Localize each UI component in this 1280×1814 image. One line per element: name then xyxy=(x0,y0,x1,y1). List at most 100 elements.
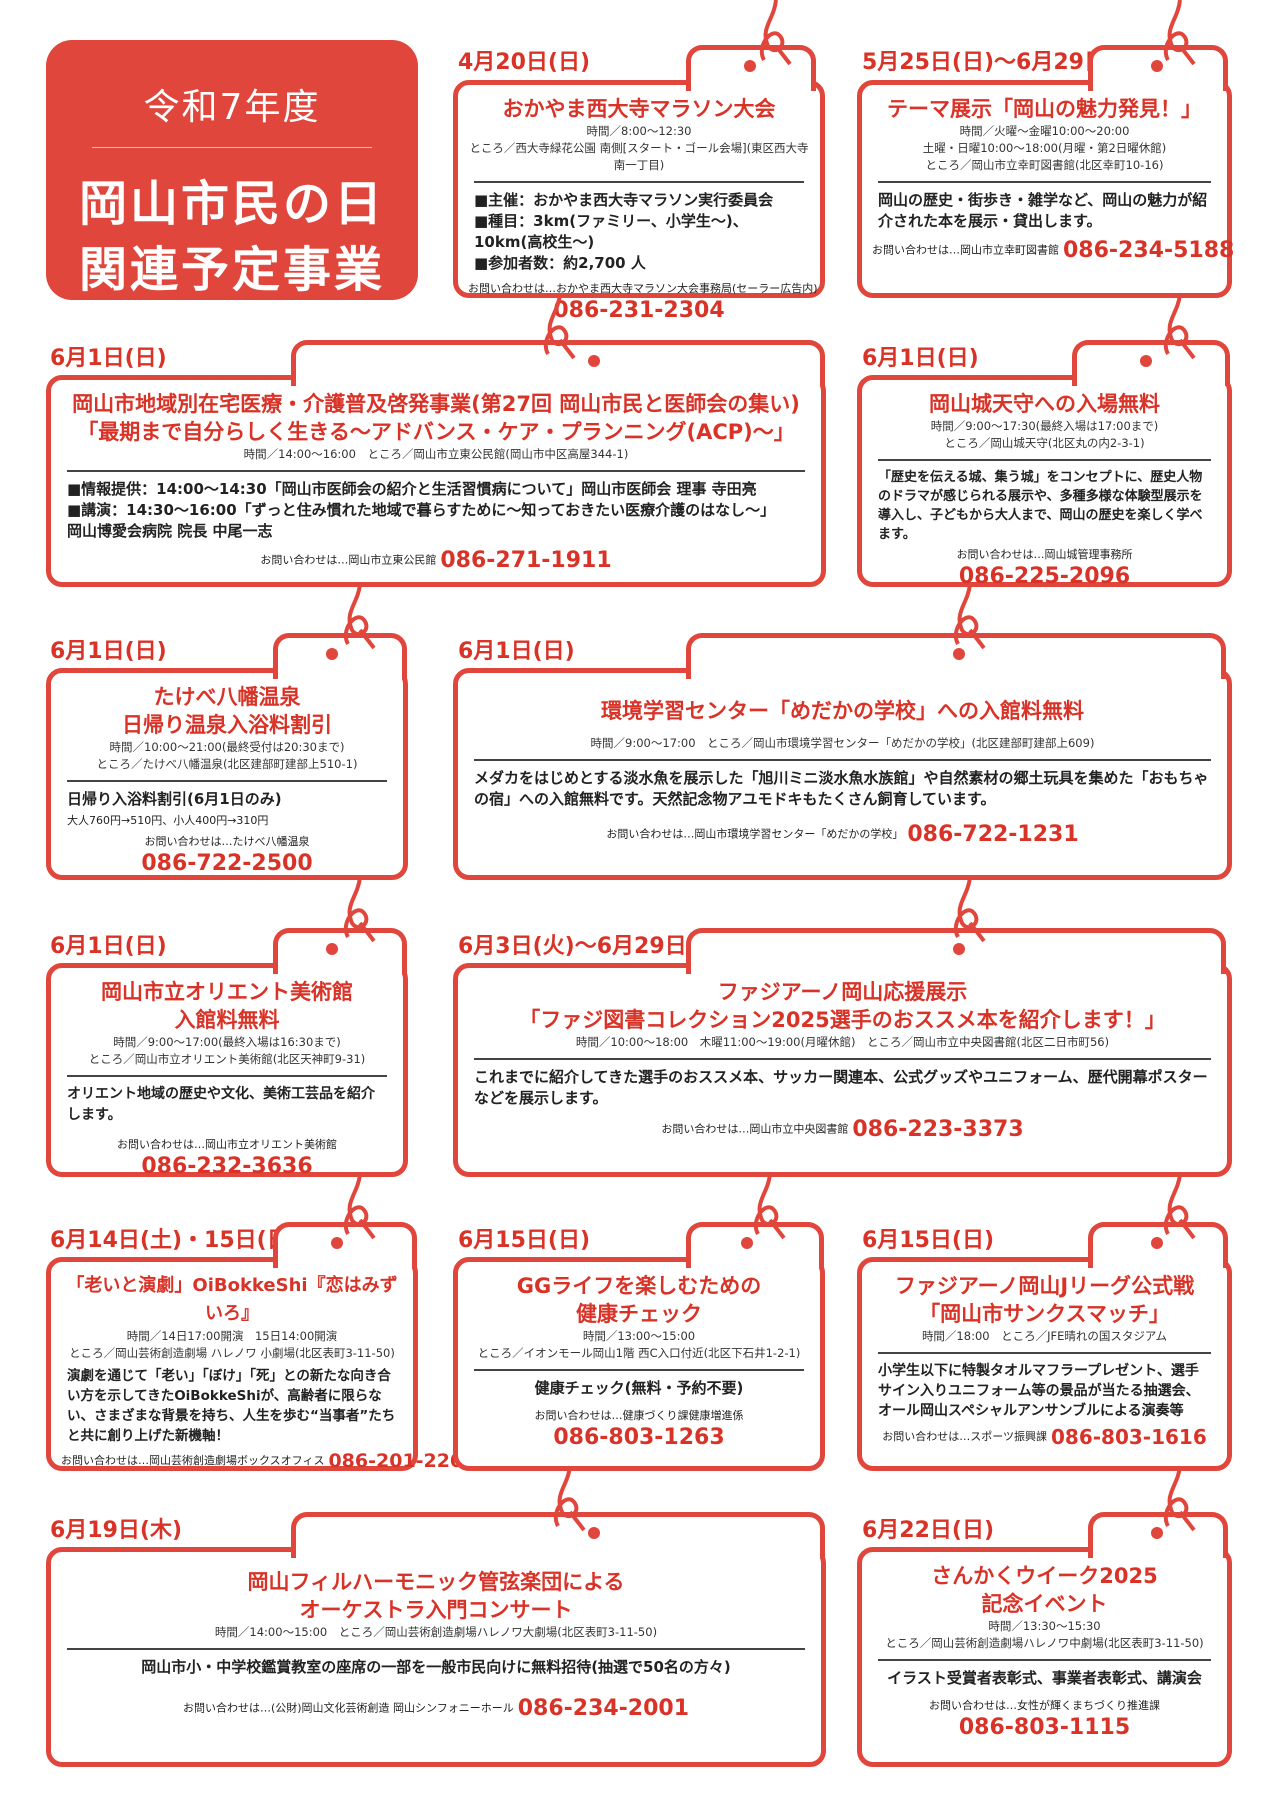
detail-line: ■情報提供：14:00～14:30「岡山市医師会の紹介と生活習慣病について」岡山… xyxy=(67,480,757,498)
contact-label: お問い合わせは…岡山市立オリエント美術館 xyxy=(117,1138,337,1151)
contact-label: お問い合わせは…岡山芸術創造劇場ボックスオフィス xyxy=(61,1454,325,1467)
event-title: GGライフを楽しむための xyxy=(516,1274,762,1298)
page-title-line1: 岡山市民の日 xyxy=(78,176,385,232)
tag-hole xyxy=(588,355,600,367)
event-date: 6月1日(日) xyxy=(458,639,575,664)
event-detail: 健康チェック(無料・予約不要) xyxy=(534,1379,744,1397)
event-date: 6月1日(日) xyxy=(50,346,167,371)
event-subtitle: 健康チェック xyxy=(576,1302,702,1326)
tag-hole xyxy=(1151,1527,1163,1539)
event-time: 時間／8:00～12:30 xyxy=(586,124,692,138)
contact-label: お問い合わせは…たけべ八幡温泉 xyxy=(144,835,310,848)
event-title: さんかくウイーク2025 xyxy=(931,1564,1158,1588)
event-time: 時間／13:30～15:30 xyxy=(988,1619,1101,1633)
phone-number: 086-722-2500 xyxy=(141,851,313,876)
tag-hole xyxy=(331,1237,343,1249)
event-title: ファジアーノ岡山Jリーグ公式戦 xyxy=(894,1274,1195,1298)
event-card: ファジアーノ岡山Jリーグ公式戦 「岡山市サンクスマッチ」 時間／18:00 とこ… xyxy=(857,1222,1232,1471)
event-card: 岡山市地域別在宅医療・介護普及啓発事業(第27回 岡山市民と医師会の集い) 「最… xyxy=(46,340,826,587)
contact-line: お問い合わせは…岡山市環境学習センター「めだかの学校」086-722-1231 xyxy=(468,822,1217,847)
event-detail: 日帰り入浴料割引(6月1日のみ) 大人760円→510円、小人400円→310円 xyxy=(61,789,393,831)
string-knot-icon xyxy=(954,876,986,943)
phone-number: 086-232-3636 xyxy=(141,1154,313,1179)
string-knot-icon xyxy=(1164,0,1196,66)
event-title: たけべ八幡温泉 xyxy=(153,685,301,709)
contact-line: お問い合わせは…たけべ八幡温泉 086-722-2500 xyxy=(61,833,393,876)
contact-label: お問い合わせは…おかやま西大寺マラソン大会事務局(セーラー広告内) xyxy=(468,282,818,295)
contact-label: お問い合わせは…スポーツ振興課 xyxy=(882,1430,1047,1443)
event-title: ファジアーノ岡山応援展示 xyxy=(717,980,968,1004)
event-detail: これまでに紹介してきた選手のおススメ本、サッカー関連本、公式グッズやユニフォーム… xyxy=(474,1068,1208,1107)
event-place: ところ／岡山市立オリエント美術館(北区天神町9-31) xyxy=(88,1052,366,1066)
divider xyxy=(474,181,804,183)
event-title: おかやま西大寺マラソン大会 xyxy=(502,97,776,121)
event-subtitle: 「岡山市サンクスマッチ」 xyxy=(919,1302,1170,1326)
contact-line: お問い合わせは…岡山市立オリエント美術館 086-232-3636 xyxy=(61,1136,393,1179)
tag-tab xyxy=(686,45,816,91)
tag-tab xyxy=(273,633,407,679)
phone-number: 086-201-2200 xyxy=(328,1450,477,1472)
phone-number: 086-231-2304 xyxy=(553,298,725,323)
phone-number: 086-803-1115 xyxy=(958,1715,1131,1740)
string-knot-icon xyxy=(1164,1173,1196,1240)
event-date: 6月1日(日) xyxy=(50,639,167,664)
event-time: 時間／火曜～金曜10:00～20:00 xyxy=(959,124,1130,138)
event-date: 6月15日(日) xyxy=(862,1228,995,1253)
event-title: 岡山フィルハーモニック管弦楽団による xyxy=(247,1570,625,1594)
event-card: 岡山フィルハーモニック管弦楽団による オーケストラ入門コンサート 時間／14:0… xyxy=(46,1512,826,1767)
event-detail: メダカをはじめとする淡水魚を展示した「旭川ミニ淡水魚水族館」や自然素材の郷土玩具… xyxy=(474,769,1209,808)
string-knot-icon xyxy=(760,0,792,66)
contact-label: お問い合わせは…岡山市立幸町図書館 xyxy=(872,243,1059,257)
contact-label: お問い合わせは…岡山市立中央図書館 xyxy=(661,1122,849,1136)
event-date: 6月1日(日) xyxy=(50,934,167,959)
event-subtitle: 「最期まで自分らしく生きる～アドバンス・ケア・プランニング(ACP)～」 xyxy=(77,420,795,444)
string-knot-icon xyxy=(554,1465,586,1532)
string-knot-icon xyxy=(544,293,576,360)
event-card: さんかくウイーク2025 記念イベント 時間／13:30～15:30 ところ／岡… xyxy=(857,1512,1232,1767)
contact-label: お問い合わせは…健康づくり課健康増進係 xyxy=(534,1409,744,1422)
event-time: 時間／9:00～17:00(最終入場は16:30まで) xyxy=(113,1035,341,1049)
phone-number: 086-234-2001 xyxy=(517,1696,690,1721)
phone-number: 086-223-3373 xyxy=(852,1117,1024,1142)
tag-hole xyxy=(953,943,965,955)
event-time: 時間／13:00～15:00 xyxy=(582,1329,696,1343)
tag-tab xyxy=(1088,1222,1228,1268)
event-detail: 演劇を通じて「老い」「ぼけ」「死」との新たな向き合い方を示してきたOiBokke… xyxy=(67,1368,396,1444)
divider xyxy=(67,1648,805,1650)
divider xyxy=(67,780,387,782)
event-detail: 岡山の歴史・街歩き・雑学など、岡山の魅力が紹介された本を展示・貸出します。 xyxy=(878,191,1208,230)
string-knot-icon xyxy=(754,1173,786,1240)
tag-hole xyxy=(741,1237,753,1249)
divider xyxy=(67,1075,387,1077)
event-card: たけべ八幡温泉 日帰り温泉入浴料割引 時間／10:00～21:00(最終受付は2… xyxy=(46,633,408,880)
event-subtitle: オーケストラ入門コンサート xyxy=(299,1598,573,1622)
event-card: 岡山市立オリエント美術館 入館料無料 時間／9:00～17:00(最終入場は16… xyxy=(46,928,408,1179)
price-detail: 大人760円→510円、小人400円→310円 xyxy=(67,814,269,827)
event-place: ところ／岡山城天守(北区丸の内2-3-1) xyxy=(944,436,1145,450)
event-date: 6月19日(木) xyxy=(50,1518,183,1543)
event-title: 環境学習センター「めだかの学校」への入館料無料 xyxy=(601,699,1084,723)
event-place: ところ／イオンモール岡山1階 西C入口付近(北区下石井1-2-1) xyxy=(477,1346,801,1360)
divider xyxy=(878,459,1211,461)
event-time-place: 時間／14:00～16:00 ところ／岡山市立東公民館(岡山市中区高屋344-1… xyxy=(243,447,629,461)
divider xyxy=(474,759,1211,761)
divider xyxy=(67,470,805,472)
string-knot-icon xyxy=(344,876,376,943)
page-title-line2: 関連予定事業 xyxy=(78,242,385,298)
tag-hole xyxy=(744,60,756,72)
tag-tab xyxy=(1088,45,1228,91)
event-title: 岡山市地域別在宅医療・介護普及啓発事業(第27回 岡山市民と医師会の集い) xyxy=(72,392,800,416)
event-card: 岡山城天守への入場無料 時間／9:00～17:30(最終入場は17:00まで) … xyxy=(857,340,1232,589)
event-time-place: 時間／14:00～15:00 ところ／岡山芸術創造劇場ハレノワ大劇場(北区表町3… xyxy=(214,1625,658,1639)
phone-number: 086-225-2096 xyxy=(958,564,1131,589)
phone-number: 086-722-1231 xyxy=(907,822,1079,847)
event-subtitle: 日帰り温泉入浴料割引 xyxy=(122,713,332,737)
event-card: テーマ展示「岡山の魅力発見！」 時間／火曜～金曜10:00～20:00 土曜・日… xyxy=(857,45,1234,298)
contact-label: お問い合わせは…(公財)岡山文化芸術創造 岡山シンフォニーホール xyxy=(182,1701,514,1715)
phone-number: 086-803-1263 xyxy=(553,1425,725,1450)
fiscal-year: 令和7年度 xyxy=(143,87,321,128)
event-place: ところ／岡山市立幸町図書館(北区幸町10-16) xyxy=(925,158,1164,172)
event-title: テーマ展示「岡山の魅力発見！」 xyxy=(887,97,1202,121)
